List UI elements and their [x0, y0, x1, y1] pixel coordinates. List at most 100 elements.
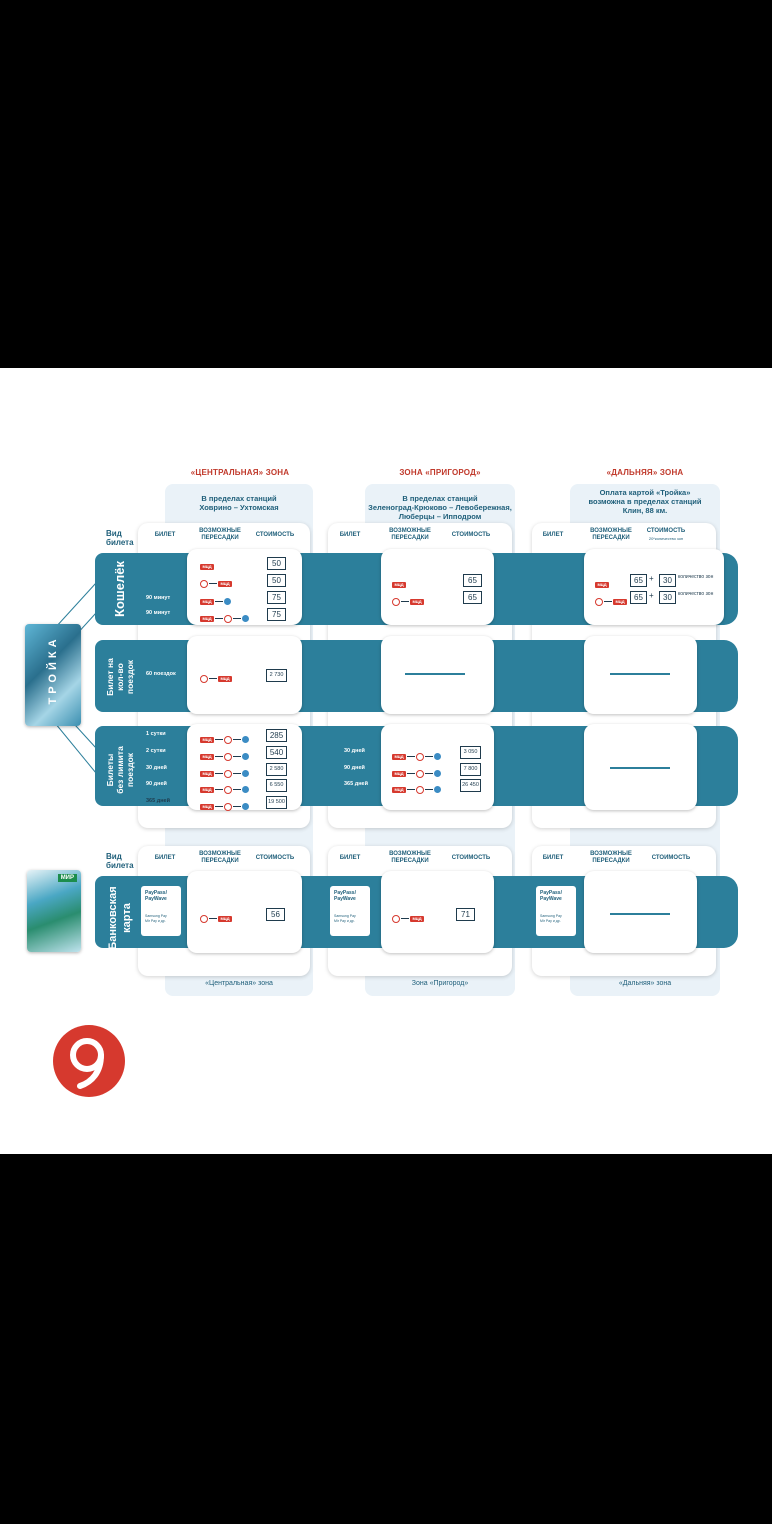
arrow-icon	[425, 756, 433, 758]
unlimited-central-transfer-4: МЦД	[200, 781, 249, 799]
mcd-icon: МЦД	[410, 598, 424, 605]
header-cost-central-lower: СТОИМОСТЬ	[255, 855, 295, 861]
mcd-icon: МЦД	[595, 581, 609, 588]
mir-logo: МИР	[57, 874, 77, 882]
arrow-icon	[215, 789, 223, 791]
zone-desc-far: Оплата картой «Тройка» возможна в предел…	[588, 488, 702, 515]
unlimited-central-transfer-1: МЦД	[200, 731, 249, 749]
header-ticket-central: БИЛЕТ	[154, 532, 176, 538]
troika-card-label: ТРОЙКА	[47, 635, 59, 705]
header-ticket-far-lower: БИЛЕТ	[542, 855, 564, 861]
mcc-icon	[242, 803, 249, 811]
mir-bank-card: МИР	[27, 870, 81, 952]
arrow-icon	[233, 806, 241, 808]
footer-central: «Центральная» зона	[205, 980, 273, 987]
mcc-icon	[434, 786, 441, 794]
arrow-icon	[401, 918, 409, 920]
metro-icon	[224, 735, 232, 744]
metro-icon	[224, 785, 232, 794]
mcc-icon	[434, 770, 441, 778]
plus-icon: +	[649, 591, 654, 600]
wallet-far-transfer-1: МЦД	[595, 576, 609, 594]
wallet-far-zones-label-2: количество зон	[678, 591, 714, 597]
metro-icon	[224, 802, 232, 811]
arrow-icon	[604, 601, 612, 603]
unlimited-central-price-3: 2 580	[266, 763, 287, 776]
count-far-unavailable	[610, 673, 670, 675]
unlimited-suburb-period-3: 365 дней	[344, 781, 368, 787]
header-cost-suburb-lower: СТОИМОСТЬ	[451, 855, 491, 861]
unlimited-suburb-transfer-3: МЦД	[392, 781, 441, 799]
arrow-icon	[233, 773, 241, 775]
mcd-icon: МЦД	[218, 580, 232, 587]
zone-title-central: «ЦЕНТРАЛЬНАЯ» ЗОНА	[190, 468, 290, 477]
unlimited-period-2: 2 сутки	[146, 748, 166, 754]
mcd-icon: МЦД	[200, 753, 214, 760]
footer-suburb: Зона «Пригород»	[411, 980, 469, 987]
arrow-icon	[233, 756, 241, 758]
metro-icon	[416, 769, 424, 778]
wallet-central-price-2: 50	[267, 574, 286, 587]
row-label-wallet: Кошелёк	[112, 561, 127, 617]
mcd-icon: МЦД	[200, 736, 214, 743]
bank-far-box	[584, 871, 697, 953]
arrow-icon	[407, 756, 415, 758]
header-cost-far-lower: СТОИМОСТЬ	[651, 855, 691, 861]
wallet-far-base-1: 65	[630, 574, 647, 587]
bank-suburb-box	[381, 871, 494, 953]
count-trips: 60 поездок	[146, 671, 176, 677]
unlimited-central-transfer-3: МЦД	[200, 765, 249, 783]
wallet-central-transfer-4: МЦД	[200, 610, 249, 628]
count-far-box	[584, 636, 697, 714]
metro-icon	[392, 914, 400, 923]
mcd-icon: МЦД	[613, 598, 627, 605]
mcc-icon	[224, 598, 231, 606]
metro-icon	[200, 914, 208, 923]
wallet-central-transfer-2: МЦД	[200, 575, 232, 593]
unlimited-suburb-transfer-1: МЦД	[392, 748, 441, 766]
header-ticket-central-lower: БИЛЕТ	[154, 855, 176, 861]
mcd-icon: МЦД	[200, 598, 214, 605]
wallet-far-zones-label-1: количество зон	[678, 574, 714, 580]
metro-icon	[224, 752, 232, 761]
mcc-icon	[242, 736, 249, 744]
wallet-central-transfer-3: МЦД	[200, 593, 231, 611]
metro-icon	[392, 597, 400, 606]
count-central-price: 2 730	[266, 669, 287, 682]
wallet-suburb-transfer-2: МЦД	[392, 593, 424, 611]
unlimited-central-transfer-5: МЦД	[200, 798, 249, 816]
mcc-icon	[242, 615, 249, 623]
mcd-logo-icon	[53, 1025, 125, 1097]
zone-desc-central: В пределах станций Ховрино – Ухтомская	[199, 494, 279, 512]
paypass-label: PayPass/PayWave	[145, 890, 167, 902]
mcd-icon: МЦД	[392, 581, 406, 588]
arrow-icon	[209, 678, 217, 680]
wallet-far-base-2: 65	[630, 591, 647, 604]
arrow-icon	[209, 918, 217, 920]
mcd-icon: МЦД	[218, 915, 232, 922]
bank-central-transfer: МЦД	[200, 910, 232, 928]
unlimited-suburb-period-2: 90 дней	[344, 765, 365, 771]
footer-far: «Дальняя» зона	[618, 980, 672, 987]
bank-far-unavailable	[610, 913, 670, 915]
wallet-time-1: 90 минут	[146, 595, 171, 601]
mcc-icon	[242, 770, 249, 778]
mcd-icon: МЦД	[392, 786, 406, 793]
unlimited-period-1: 1 сутки	[146, 731, 166, 737]
count-suburb-box	[381, 636, 494, 714]
metro-icon	[416, 752, 424, 761]
arrow-icon	[233, 789, 241, 791]
mcc-icon	[434, 753, 441, 761]
metro-icon	[595, 597, 603, 606]
unlimited-period-3: 30 дней	[146, 765, 167, 771]
